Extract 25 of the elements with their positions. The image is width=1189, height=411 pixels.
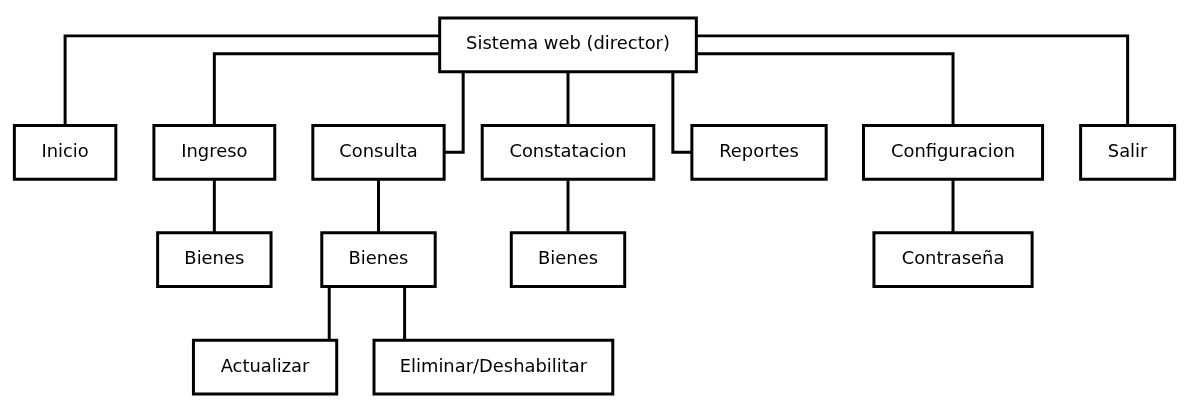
node-box: Actualizar <box>191 338 339 395</box>
connector <box>327 286 331 340</box>
node-box: Eliminar/Deshabilitar <box>372 338 615 395</box>
node-box: Consulta <box>311 123 446 181</box>
connector <box>212 178 216 232</box>
node-box: Contraseña <box>872 230 1034 288</box>
connector <box>566 178 570 232</box>
connector <box>63 33 440 125</box>
node-box: Inicio <box>12 123 118 181</box>
node-box: Bienes <box>320 230 437 288</box>
connector <box>696 51 955 125</box>
node-box: Salir <box>1079 123 1177 181</box>
node-box: Reportes <box>690 123 828 181</box>
connector <box>951 178 955 232</box>
connector <box>403 286 407 340</box>
node-box: Bienes <box>509 230 627 288</box>
node-box: Configuracion <box>862 123 1045 181</box>
node-box: Sistema web (director) <box>438 15 698 73</box>
connector <box>696 33 1130 125</box>
node-box: Ingreso <box>152 123 277 181</box>
connector <box>212 51 440 125</box>
connector <box>566 71 570 125</box>
node-box: Bienes <box>156 230 273 288</box>
node-box: Constatacion <box>480 123 656 181</box>
connector <box>377 178 380 232</box>
